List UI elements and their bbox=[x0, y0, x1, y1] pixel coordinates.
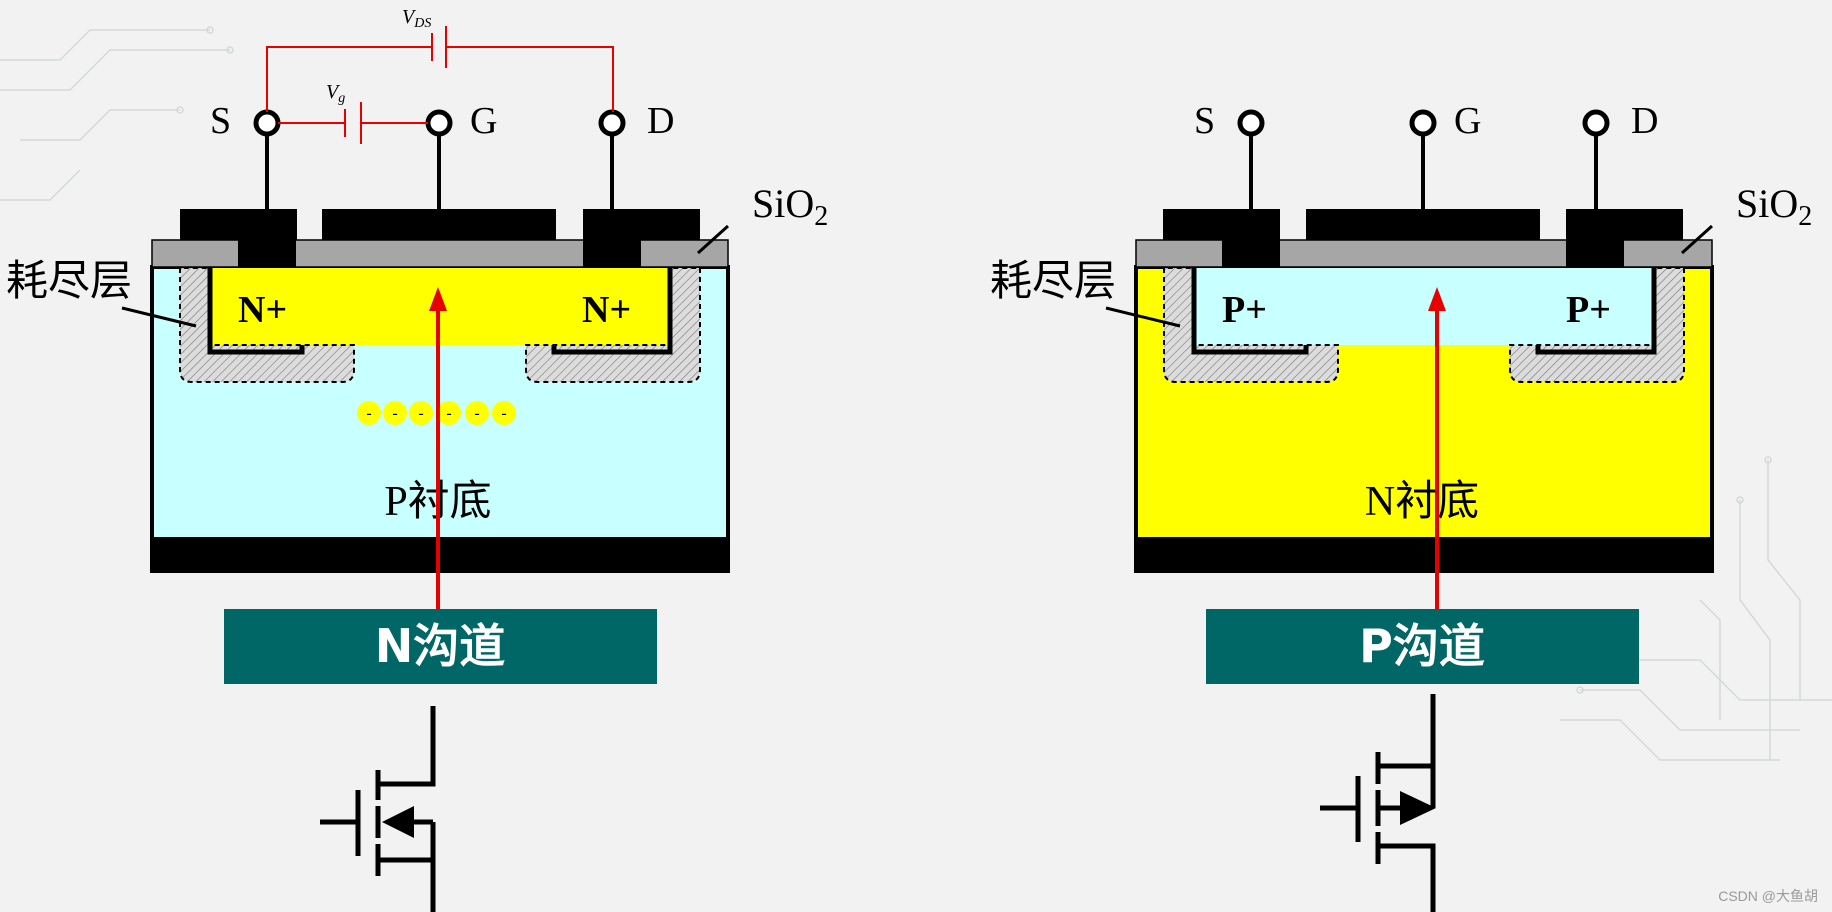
electron bbox=[357, 401, 381, 425]
p-channel-device: S G D P+ P+ N衬底 SiO2 耗尽层 P沟道 bbox=[990, 100, 1812, 912]
svg-text:-: - bbox=[366, 405, 371, 422]
drain-p-plus-label: P+ bbox=[1566, 289, 1611, 331]
svg-text:-: - bbox=[446, 405, 451, 422]
drain-metal bbox=[1566, 209, 1683, 240]
sio2-pointer bbox=[696, 224, 730, 255]
electron bbox=[409, 401, 433, 425]
drain-n-plus-label: N+ bbox=[582, 289, 631, 331]
terminal-d-label: D bbox=[647, 100, 674, 142]
pmos-symbol bbox=[1320, 694, 1436, 912]
svg-text:-: - bbox=[418, 405, 423, 422]
drain-region-border bbox=[1535, 268, 1657, 355]
channel-banner bbox=[1206, 609, 1639, 684]
svg-text:-: - bbox=[392, 405, 397, 422]
source-metal-plug bbox=[238, 235, 296, 267]
channel-banner bbox=[224, 609, 657, 684]
source-metal bbox=[1163, 209, 1280, 240]
electron bbox=[492, 401, 516, 425]
channel-banner-label: N沟道 bbox=[375, 619, 506, 673]
gate-metal bbox=[1306, 209, 1540, 240]
drain-metal-plug bbox=[583, 235, 641, 267]
substrate-bottom-contact bbox=[1134, 539, 1714, 573]
bias-circuit bbox=[266, 26, 614, 144]
vg-label: Vg bbox=[326, 81, 345, 106]
watermark: CSDN @大鱼胡 bbox=[1718, 888, 1818, 904]
nmos-symbol bbox=[320, 706, 436, 912]
sio2-label: SiO2 bbox=[1736, 181, 1812, 232]
terminal-s-label: S bbox=[210, 100, 231, 142]
source-metal bbox=[180, 209, 297, 240]
terminal-d-label: D bbox=[1631, 100, 1658, 142]
drain-terminal bbox=[1582, 109, 1610, 137]
svg-text:-: - bbox=[474, 405, 479, 422]
source-region-border bbox=[1191, 268, 1309, 355]
drain-metal-plug bbox=[1566, 235, 1624, 267]
sio2-pointer bbox=[1680, 224, 1714, 255]
gate-metal bbox=[322, 209, 556, 240]
electron bbox=[465, 401, 489, 425]
vds-label: VDS bbox=[402, 6, 431, 31]
source-terminal bbox=[253, 109, 281, 137]
gate-terminal bbox=[1409, 109, 1437, 137]
n-channel-device: S G D VDS Vg N+ N+ P衬底 bbox=[6, 6, 828, 912]
nmos-arrow-icon bbox=[382, 806, 414, 838]
source-n-plus-label: N+ bbox=[238, 289, 287, 331]
depletion-label: 耗尽层 bbox=[6, 259, 132, 305]
source-p-plus-label: P+ bbox=[1222, 289, 1267, 331]
drain-terminal bbox=[598, 109, 626, 137]
sio2-label: SiO2 bbox=[752, 181, 828, 232]
pmos-arrow-icon bbox=[1400, 791, 1436, 825]
drain-region-border bbox=[551, 268, 673, 355]
drain-metal bbox=[583, 209, 700, 240]
electron bbox=[437, 401, 461, 425]
source-region-border bbox=[207, 268, 305, 355]
source-terminal bbox=[1237, 109, 1265, 137]
source-metal-plug bbox=[1222, 235, 1280, 267]
depletion-pointer bbox=[121, 306, 197, 328]
terminal-s-label: S bbox=[1194, 100, 1215, 142]
electron bbox=[383, 401, 407, 425]
depletion-label: 耗尽层 bbox=[990, 259, 1116, 305]
gate-terminal bbox=[425, 109, 453, 137]
depletion-pointer bbox=[1105, 306, 1181, 328]
svg-text:-: - bbox=[501, 405, 506, 422]
channel-banner-label: P沟道 bbox=[1359, 619, 1485, 673]
background-circuit-decoration bbox=[0, 26, 1832, 761]
electron-row: - - - - - - bbox=[357, 401, 516, 425]
p-channel-region bbox=[1194, 268, 1654, 345]
terminal-g-label: G bbox=[470, 100, 497, 142]
substrate-label: N衬底 bbox=[1365, 479, 1479, 525]
terminal-g-label: G bbox=[1454, 100, 1481, 142]
